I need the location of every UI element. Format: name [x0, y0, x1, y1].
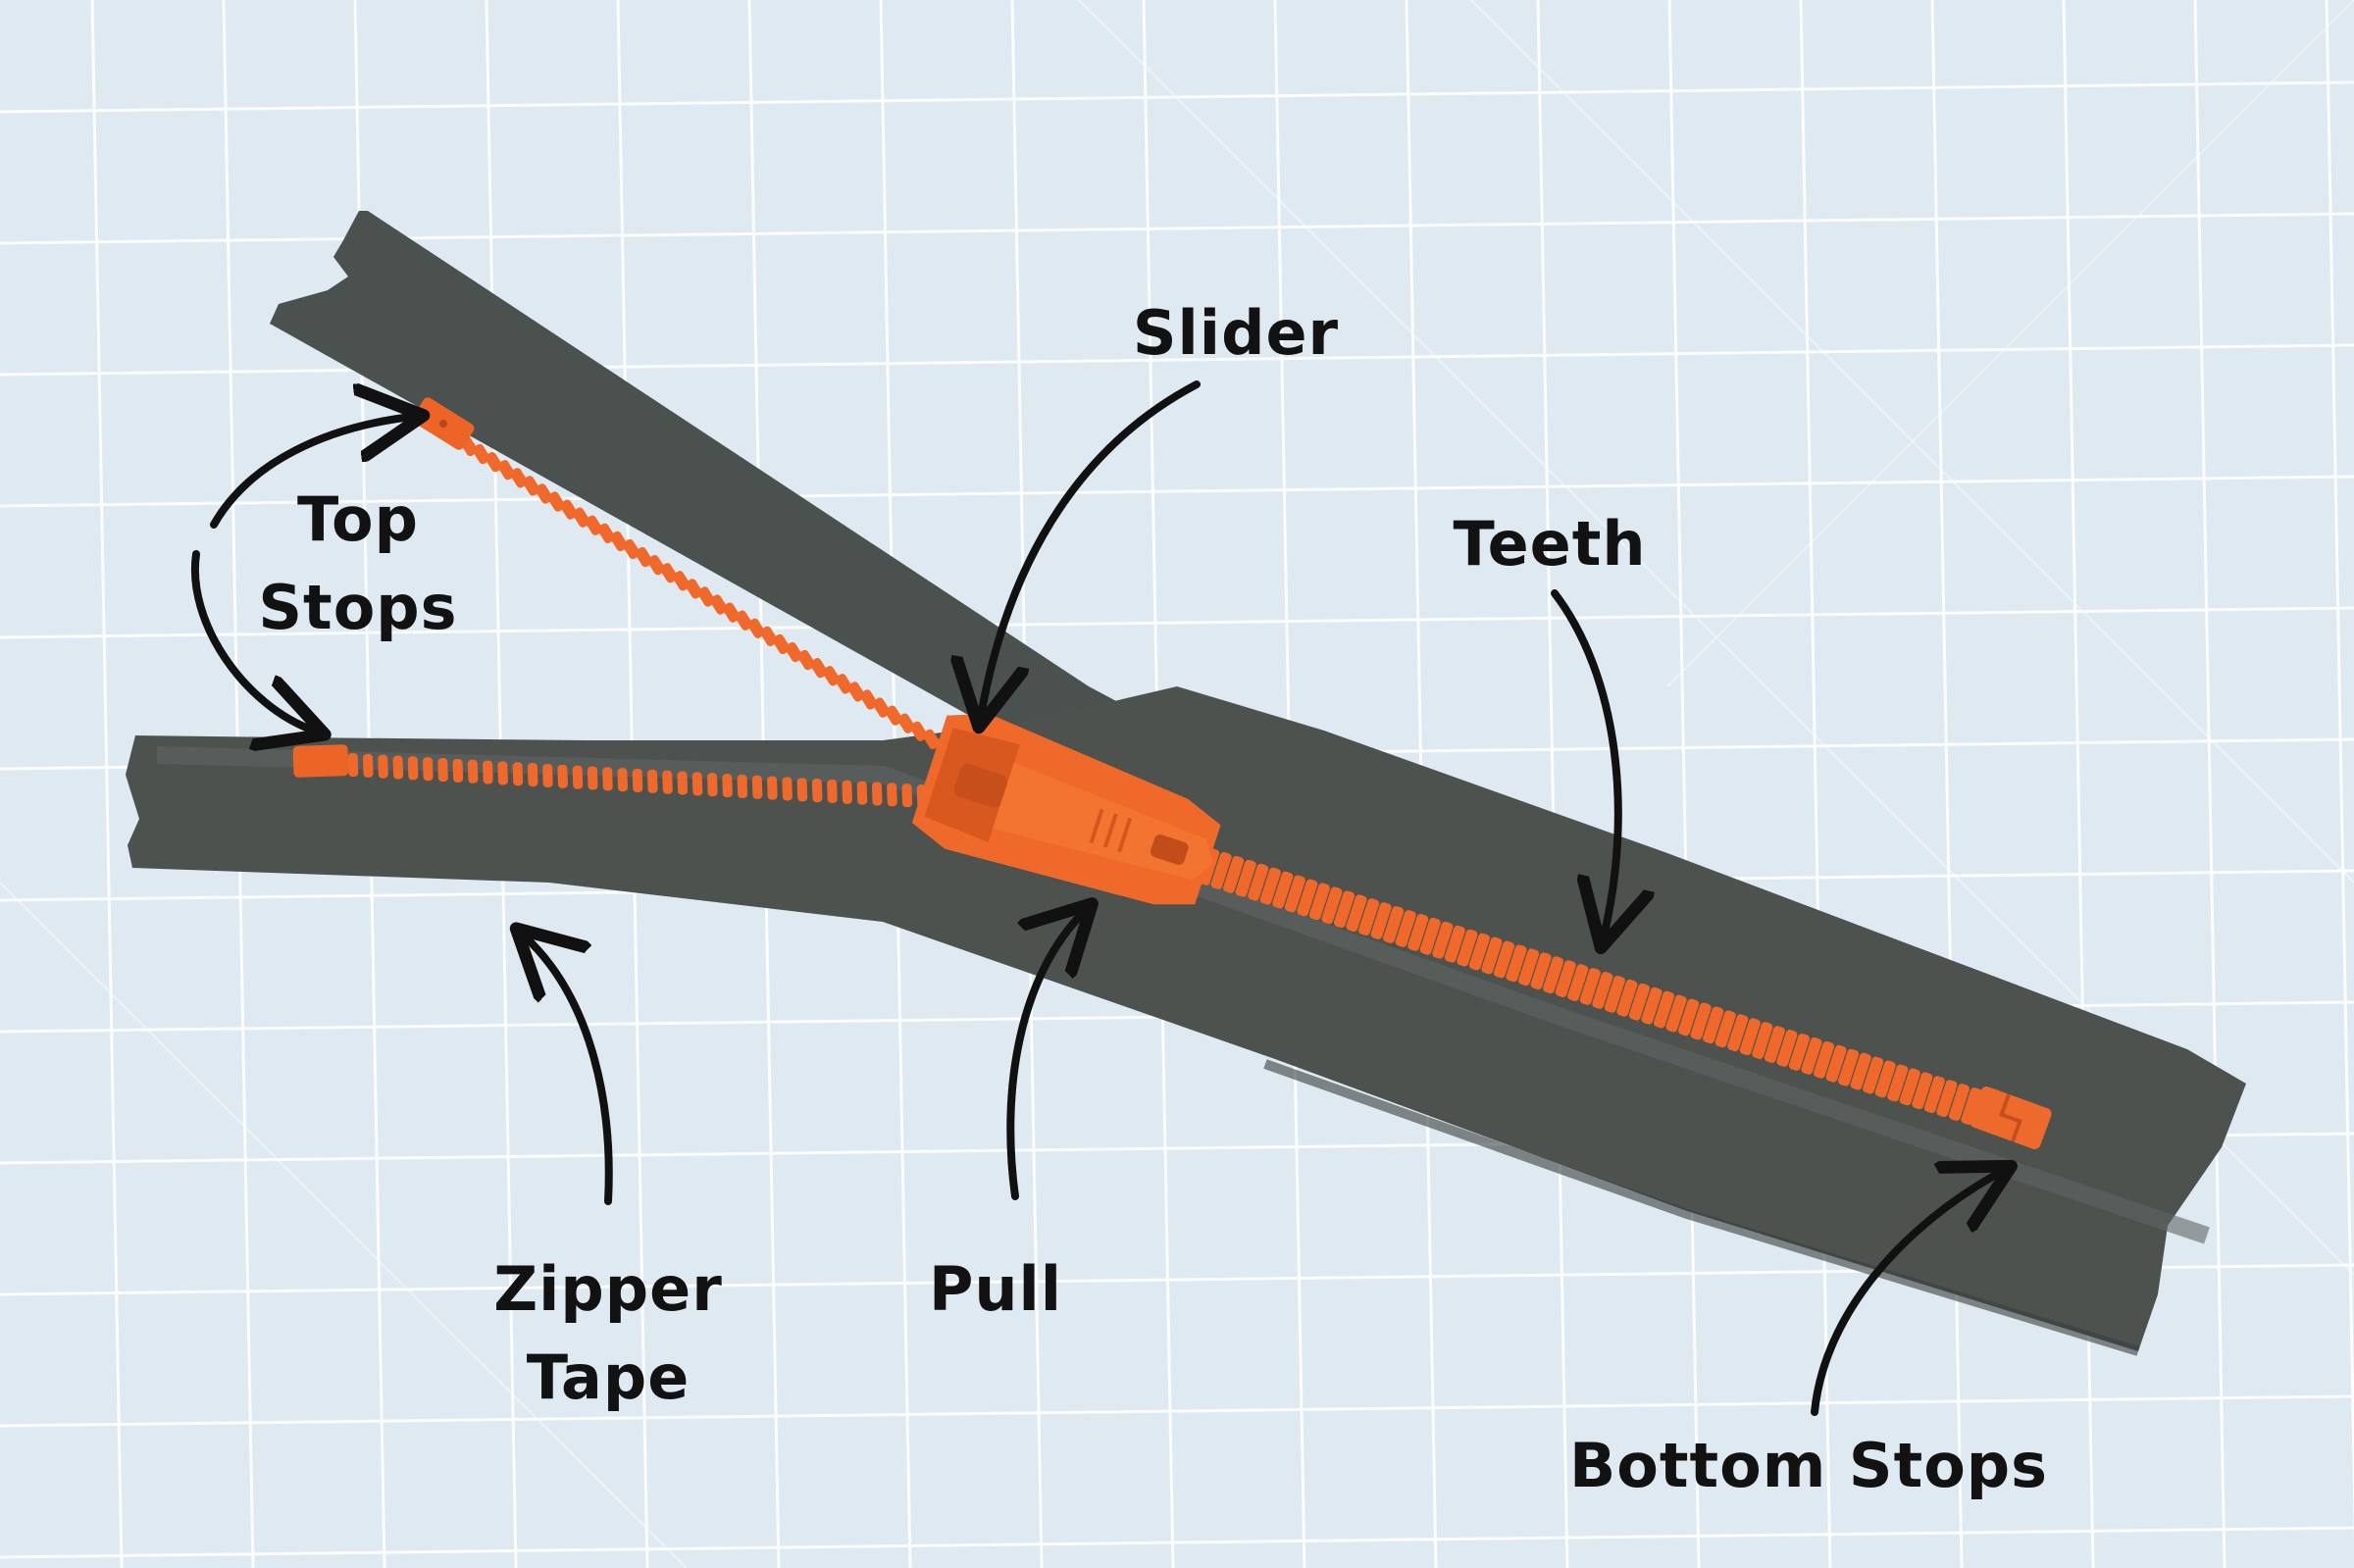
label-pull: Pull	[928, 1253, 1063, 1325]
zipper-tape-upper	[270, 211, 1162, 755]
label-zipper-tape: Zipper Tape	[493, 1253, 723, 1413]
teeth-arrow	[1551, 589, 1618, 936]
annotation-arrows	[190, 380, 2001, 1416]
top-stop-lower-arrow	[190, 550, 314, 731]
zipper-tape-arrow	[525, 936, 613, 1205]
zipper-tape-lower	[126, 686, 2246, 1351]
bottom-stops-arrow	[1811, 1172, 2001, 1416]
label-bottom-stops: Bottom Stops	[1569, 1430, 2049, 1501]
label-top-stops: Top Stops	[258, 483, 458, 643]
pull-arrow	[1006, 912, 1084, 1200]
label-slider: Slider	[1132, 297, 1340, 369]
bottom-stop	[1970, 1087, 2052, 1149]
top-stop-lower	[292, 744, 349, 778]
slider-arrow	[981, 380, 1201, 716]
zipper-slider	[911, 713, 1221, 905]
label-teeth: Teeth	[1453, 508, 1647, 580]
zipper-teeth-joined	[1186, 844, 1982, 1125]
zipper-teeth-upper	[460, 435, 965, 766]
top-stop-upper-arrow	[210, 417, 412, 529]
